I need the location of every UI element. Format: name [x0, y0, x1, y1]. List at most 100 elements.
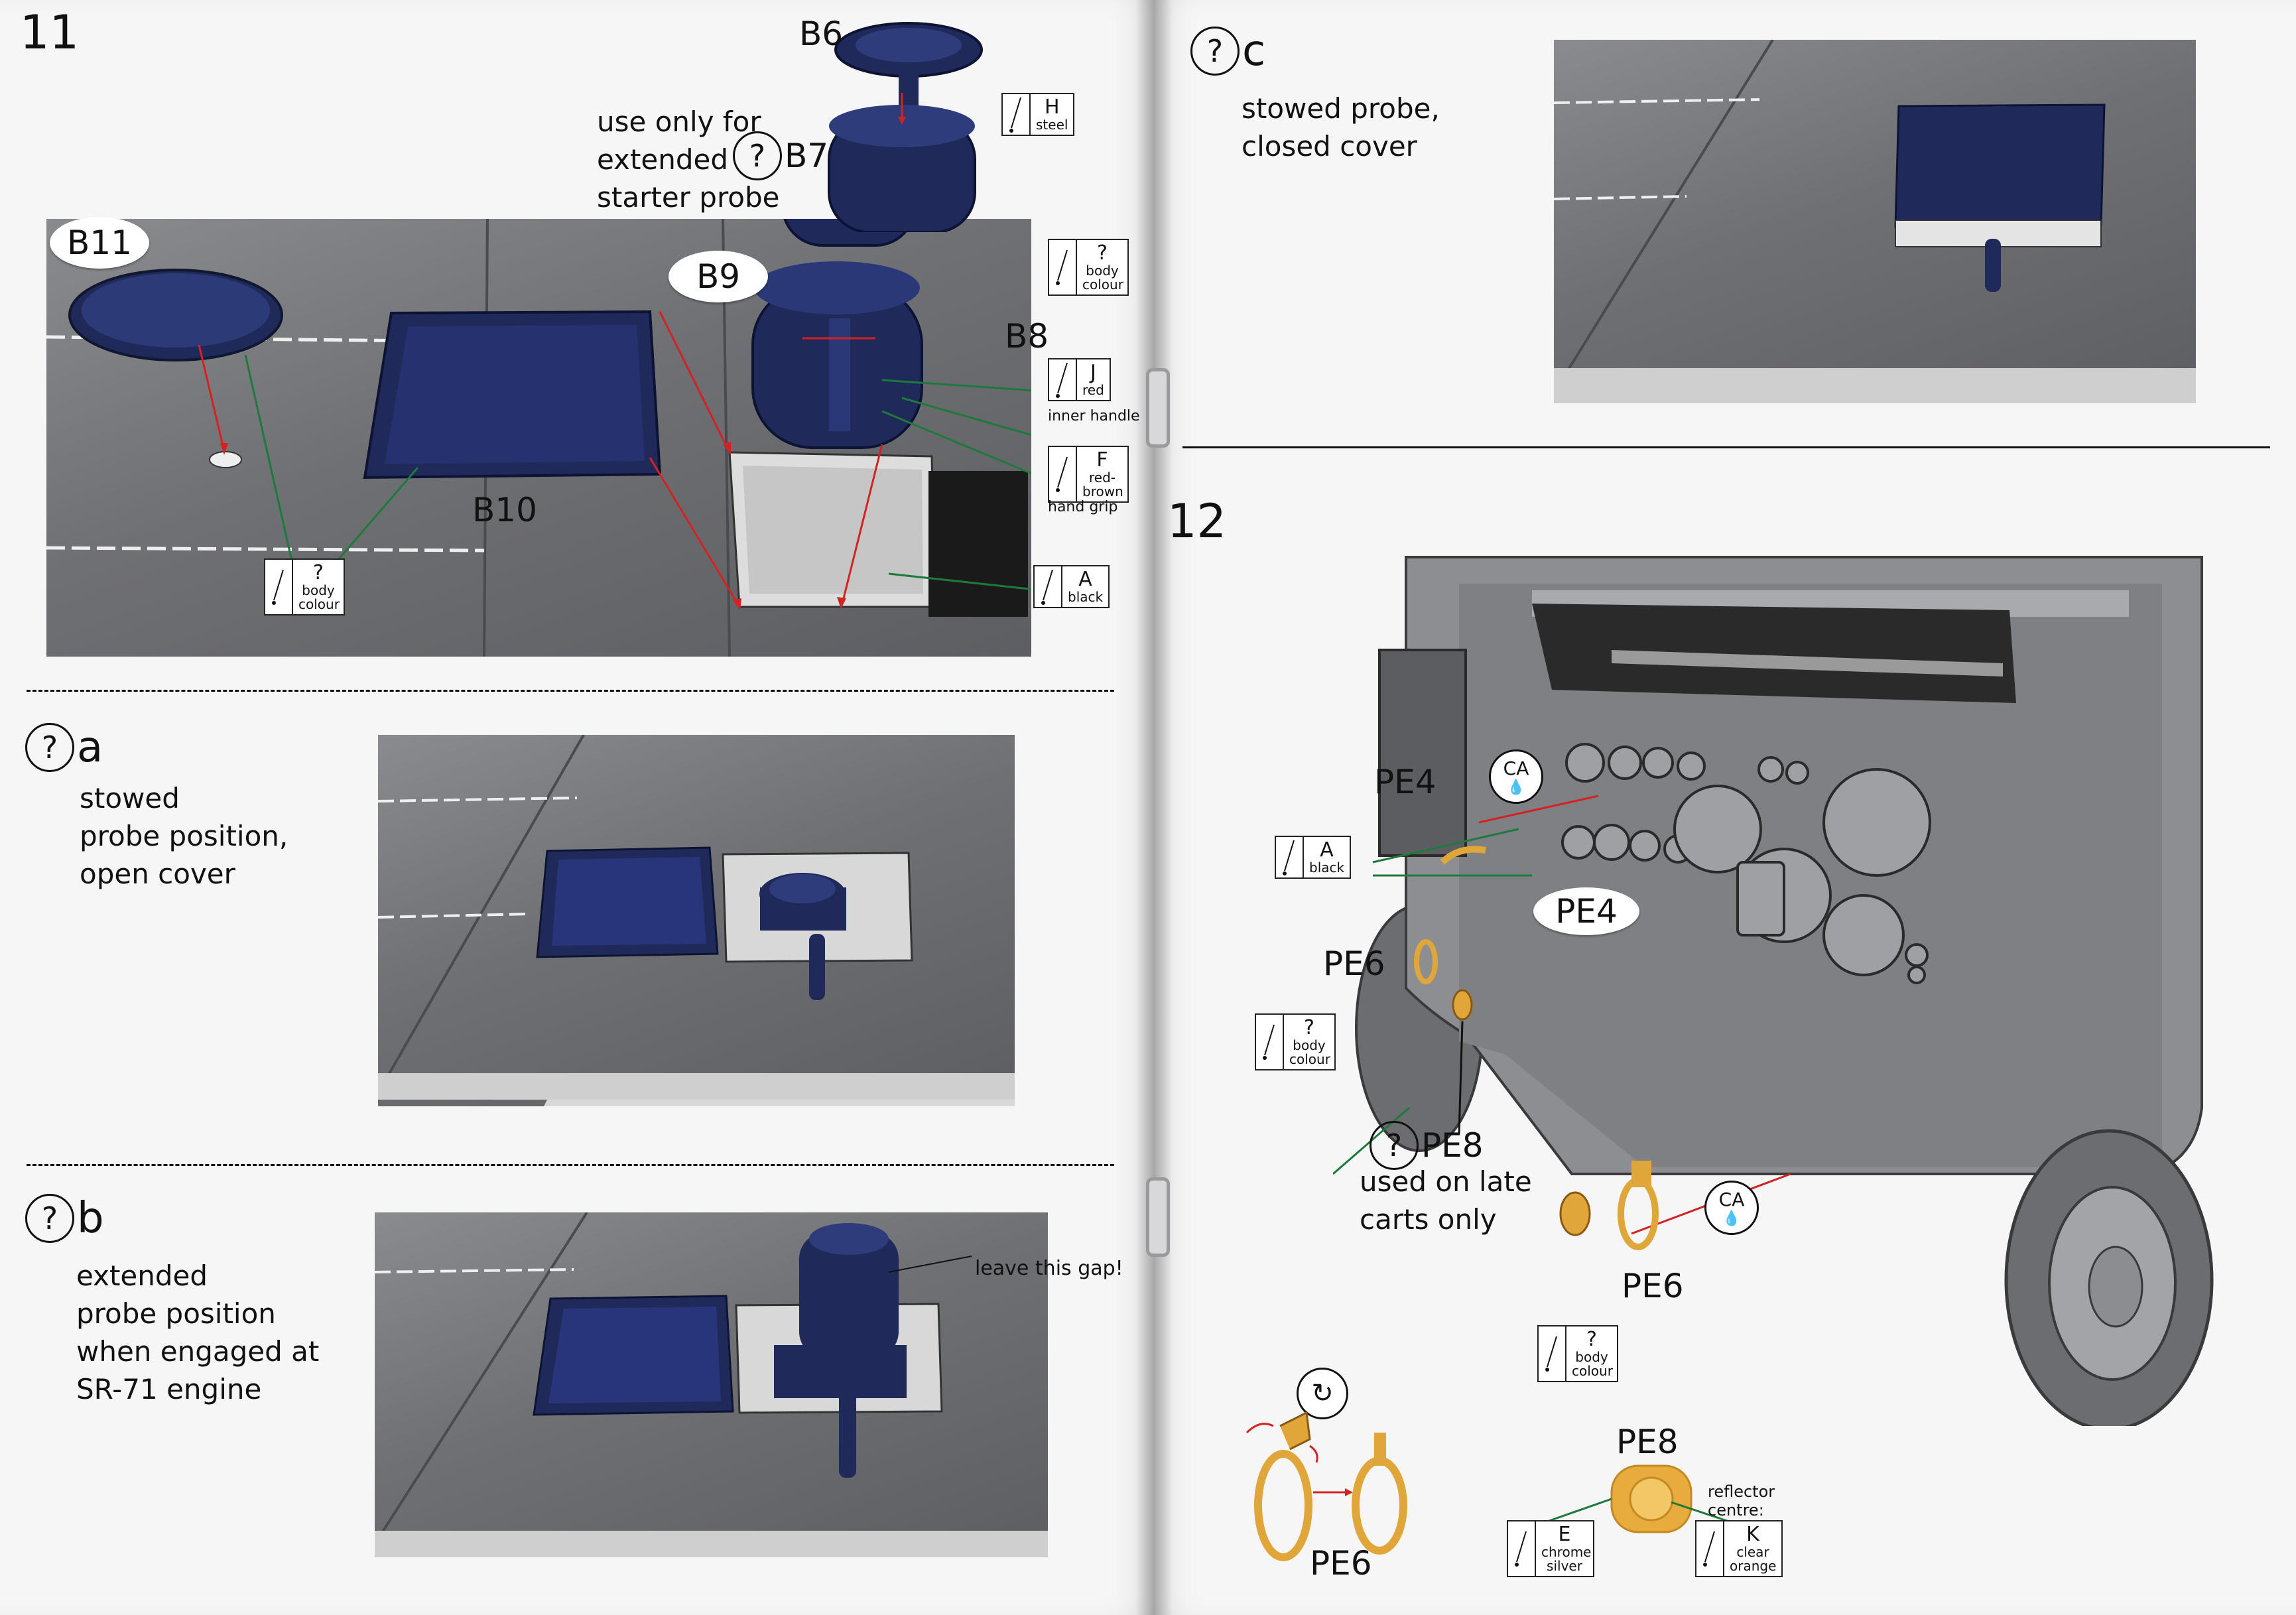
paint-box-body-colour: ?body colour: [1048, 239, 1129, 296]
sub-a-illustration: [378, 735, 1015, 1106]
sub-a-drawing: [378, 735, 1015, 1106]
paint-name: black: [1309, 860, 1345, 875]
brush-icon: [1696, 1521, 1724, 1576]
question-icon: ?: [733, 131, 782, 180]
pe8-label-b: PE8: [1616, 1423, 1679, 1461]
brush-icon: [1049, 240, 1077, 294]
step-11-illustration: [46, 219, 1031, 657]
separator-dashed: [27, 1164, 1114, 1166]
sub-b-label: ? b: [25, 1194, 104, 1243]
paint-box-body-colour-b10: ?body colour: [264, 558, 345, 615]
gap-leader-line: [889, 1256, 972, 1273]
step-12-cart-drawing: [1333, 556, 2214, 1426]
sub-b-line: probe position: [76, 1297, 276, 1330]
part-b8-label: B8: [1005, 317, 1049, 355]
paint-name: black: [1068, 589, 1104, 605]
pe6-label-a: PE6: [1323, 944, 1385, 983]
sub-c-line: closed cover: [1242, 130, 1417, 162]
part-b9-label: B9: [669, 251, 768, 302]
glue-label: CA: [1503, 757, 1529, 779]
hand-grip-note: hand grip: [1048, 499, 1118, 515]
page-binding: [1135, 0, 1173, 1615]
paint-code: ?: [313, 561, 324, 584]
paint-name: chrome silver: [1541, 1544, 1592, 1574]
question-icon: ?: [25, 723, 74, 772]
sub-c-label: ? c: [1190, 27, 1265, 76]
drop-icon: 💧: [1507, 779, 1525, 796]
paint-name: body colour: [1572, 1349, 1613, 1379]
paint-code: ?: [1304, 1016, 1314, 1039]
paint-name: red-brown: [1082, 470, 1123, 499]
pe8-label-a: ? PE8: [1370, 1121, 1484, 1170]
b7-note-line: starter probe: [597, 181, 780, 214]
paint-name: body colour: [1289, 1037, 1330, 1067]
paint-code: K: [1746, 1523, 1759, 1546]
paint-name: body colour: [1082, 263, 1123, 292]
paint-code: J: [1090, 361, 1096, 384]
paint-code: F: [1096, 448, 1108, 472]
sub-c-illustration: [1554, 40, 2196, 403]
step-12-number: 12: [1167, 494, 1227, 549]
question-icon: ?: [25, 1194, 74, 1243]
sub-a-line: open cover: [80, 858, 235, 890]
brush-icon: [265, 560, 293, 614]
sub-b-line: SR-71 engine: [76, 1373, 262, 1405]
sub-c-drawing: [1554, 40, 2196, 403]
pe8-pe6-parts: [1559, 1161, 1659, 1250]
reflector-note-line: reflector: [1708, 1482, 1775, 1501]
sub-a-line: stowed: [80, 782, 180, 814]
step-11-drawing: [46, 219, 1031, 657]
b7-note-line: extended: [597, 143, 729, 176]
gap-callout: leave this gap!: [975, 1257, 1123, 1280]
pe8-note-line: carts only: [1360, 1203, 1497, 1236]
part-b11-label: B11: [50, 217, 149, 269]
sub-b-drawing: [375, 1212, 1048, 1557]
bend-icon: ↻: [1297, 1368, 1348, 1419]
pe6-label-c: PE6: [1310, 1544, 1372, 1583]
sub-c-line: stowed probe,: [1242, 92, 1440, 125]
pe6-bend-diagram: [1245, 1411, 1407, 1561]
separator-dashed: [27, 690, 1114, 692]
b7-note-line: use only for: [597, 105, 761, 138]
sub-b-illustration: [375, 1212, 1048, 1557]
brush-icon: [1508, 1521, 1536, 1576]
sub-c-letter: c: [1242, 27, 1266, 76]
pe8-label-text: PE8: [1421, 1126, 1484, 1165]
paint-name: body colour: [298, 582, 340, 612]
sub-a-letter: a: [77, 723, 103, 772]
b7-note: use only for extended starter probe: [597, 103, 779, 216]
pe4-part-a: [1440, 846, 1486, 865]
brush-icon: [1035, 566, 1062, 607]
sub-b-letter: b: [77, 1194, 104, 1243]
part-b10-label: B10: [472, 491, 537, 529]
glue-icon-a: CA💧: [1489, 749, 1543, 804]
drop-icon: 💧: [1722, 1210, 1741, 1227]
sub-b-line: when engaged at: [76, 1335, 320, 1368]
sub-c-text: stowed probe, closed cover: [1242, 90, 1440, 165]
sub-b-text: extended probe position when engaged at …: [76, 1257, 319, 1408]
part-b6-label: B6: [799, 15, 844, 53]
pe8-note-line: used on late: [1360, 1165, 1532, 1198]
reflector-note-line: centre:: [1708, 1501, 1764, 1519]
separator-rule: [1182, 446, 2270, 448]
sub-b-line: extended: [76, 1260, 208, 1292]
paint-name: steel: [1036, 117, 1068, 133]
b6-b7-parts: [828, 22, 983, 232]
paint-code: ?: [1097, 241, 1108, 265]
paint-code: H: [1044, 96, 1060, 119]
paint-code: A: [1320, 838, 1334, 862]
paint-name: red: [1082, 382, 1104, 398]
brush-icon: [1276, 837, 1304, 877]
sub-a-text: stowed probe position, open cover: [80, 779, 288, 893]
pe8-note: used on late carts only: [1360, 1163, 1532, 1238]
sub-a-label: ? a: [25, 723, 103, 772]
staple-bottom: [1146, 1177, 1170, 1257]
paint-code: A: [1078, 568, 1092, 591]
step-11-number: 11: [20, 5, 80, 60]
